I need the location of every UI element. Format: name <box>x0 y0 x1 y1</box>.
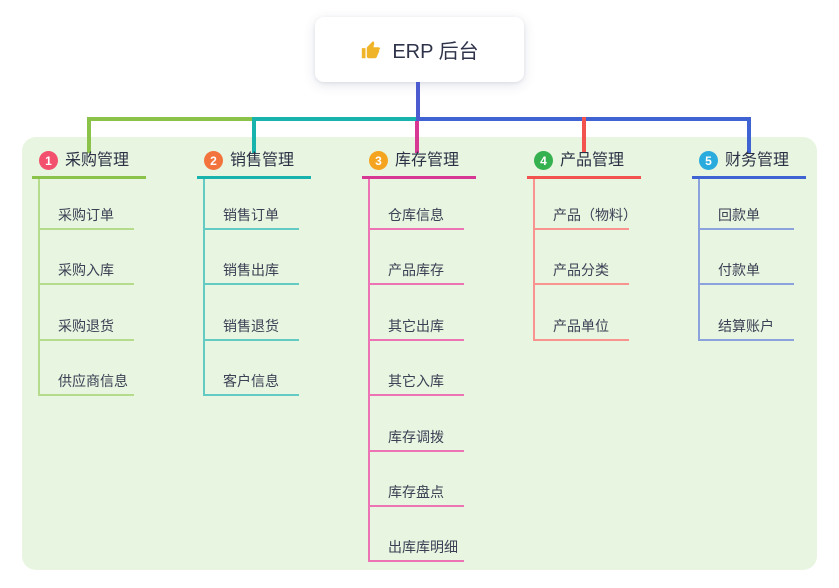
child-underline <box>368 283 464 285</box>
branch-badge: 1 <box>39 151 58 170</box>
child-node[interactable]: 库存盘点 <box>388 484 444 500</box>
child-underline <box>533 228 629 230</box>
child-underline <box>368 450 464 452</box>
root-connector-line <box>416 82 420 121</box>
branch-underline <box>527 176 641 179</box>
branch-badge: 2 <box>204 151 223 170</box>
branch-node-3[interactable]: 库存管理 <box>395 152 460 169</box>
child-node[interactable]: 产品分类 <box>553 262 609 278</box>
child-underline <box>368 505 464 507</box>
branch-node-2[interactable]: 销售管理 <box>230 152 295 169</box>
child-node[interactable]: 库存调拨 <box>388 429 444 445</box>
child-node[interactable]: 销售出库 <box>223 262 279 278</box>
child-node[interactable]: 回款单 <box>718 207 760 223</box>
child-underline <box>533 283 629 285</box>
child-node[interactable]: 其它入库 <box>388 373 444 389</box>
child-node[interactable]: 销售退货 <box>223 318 279 334</box>
child-node[interactable]: 产品单位 <box>553 318 609 334</box>
root-node-label: ERP 后台 <box>392 41 479 63</box>
child-underline <box>38 394 134 396</box>
child-underline <box>368 560 464 562</box>
root-node[interactable]: ERP 后台 <box>315 17 524 82</box>
child-node[interactable]: 产品（物料） <box>553 207 637 223</box>
branch-connector-line <box>87 117 91 153</box>
mindmap-background-panel <box>22 137 817 570</box>
branch-underline <box>32 176 146 179</box>
child-underline <box>203 283 299 285</box>
child-node[interactable]: 采购入库 <box>58 262 114 278</box>
child-underline <box>698 283 794 285</box>
child-underline <box>203 339 299 341</box>
child-underline <box>38 339 134 341</box>
child-underline <box>698 339 794 341</box>
child-underline <box>698 228 794 230</box>
branch-node-1[interactable]: 采购管理 <box>65 152 130 169</box>
child-node[interactable]: 结算账户 <box>718 318 774 334</box>
child-underline <box>368 228 464 230</box>
child-node[interactable]: 采购退货 <box>58 318 114 334</box>
child-underline <box>203 394 299 396</box>
child-connector-line <box>38 179 40 396</box>
child-node[interactable]: 供应商信息 <box>58 373 128 389</box>
child-node[interactable]: 客户信息 <box>223 373 279 389</box>
branch-badge: 5 <box>699 151 718 170</box>
child-node[interactable]: 产品库存 <box>388 262 444 278</box>
child-connector-line <box>368 179 370 562</box>
branch-underline <box>197 176 311 179</box>
child-connector-line <box>203 179 205 396</box>
branch-node-5[interactable]: 财务管理 <box>725 152 790 169</box>
branch-connector-line <box>252 117 421 121</box>
child-underline <box>203 228 299 230</box>
child-connector-line <box>533 179 535 341</box>
child-underline <box>368 394 464 396</box>
child-node[interactable]: 其它出库 <box>388 318 444 334</box>
child-node[interactable]: 出库库明细 <box>388 539 458 555</box>
branch-connector-line <box>582 117 586 153</box>
child-node[interactable]: 付款单 <box>718 262 760 278</box>
branch-underline <box>362 176 476 179</box>
child-underline <box>38 228 134 230</box>
branch-badge: 4 <box>534 151 553 170</box>
child-underline <box>38 283 134 285</box>
child-connector-line <box>698 179 700 341</box>
branch-connector-line <box>252 117 256 153</box>
branch-connector-line <box>415 121 419 153</box>
child-underline <box>533 339 629 341</box>
child-node[interactable]: 销售订单 <box>223 207 279 223</box>
child-node[interactable]: 采购订单 <box>58 207 114 223</box>
branch-badge: 3 <box>369 151 388 170</box>
child-node[interactable]: 仓库信息 <box>388 207 444 223</box>
child-underline <box>368 339 464 341</box>
branch-connector-line <box>747 117 751 153</box>
branch-underline <box>692 176 806 179</box>
branch-node-4[interactable]: 产品管理 <box>560 152 625 169</box>
thumbs-up-icon <box>360 39 382 61</box>
